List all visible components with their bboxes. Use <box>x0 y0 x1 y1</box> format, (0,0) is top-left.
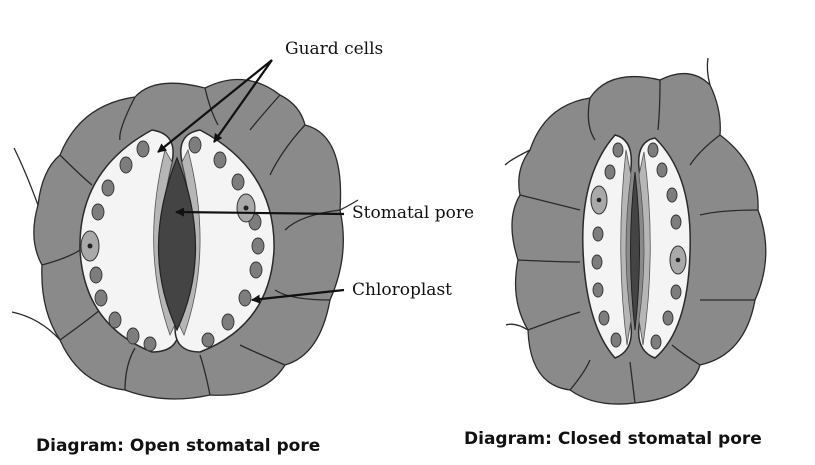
closed-right-chloroplasts <box>647 142 682 350</box>
chloroplast-label: Chloroplast <box>352 280 452 300</box>
chloroplast-pointer <box>251 288 345 304</box>
guard-cells-pointer-left <box>157 59 273 153</box>
stomatal-pore-pointer <box>175 207 345 217</box>
label-leader-lines <box>157 59 345 304</box>
open-left-chloroplasts <box>89 140 157 352</box>
closed-stoma <box>504 57 767 405</box>
guard-cells-pointer-right <box>213 59 273 143</box>
closed-stomatal-pore <box>630 171 640 331</box>
guard-cells-label: Guard cells <box>285 39 384 59</box>
open-nucleus-right <box>236 193 256 223</box>
open-right-chloroplasts <box>188 136 265 348</box>
open-nucleus-left <box>80 230 100 262</box>
open-stomatal-pore <box>157 156 197 332</box>
closed-nucleus-left <box>590 185 608 215</box>
open-stoma <box>11 78 359 400</box>
closed-right-guard-cell <box>637 137 691 359</box>
stomatal-pore-label: Stomatal pore <box>352 203 475 223</box>
closed-nucleus-right <box>669 245 687 275</box>
closed-left-chloroplasts <box>591 142 624 348</box>
open-stoma-caption: Diagram: Open stomatal pore <box>36 436 321 456</box>
closed-stoma-caption: Diagram: Closed stomatal pore <box>464 429 762 449</box>
